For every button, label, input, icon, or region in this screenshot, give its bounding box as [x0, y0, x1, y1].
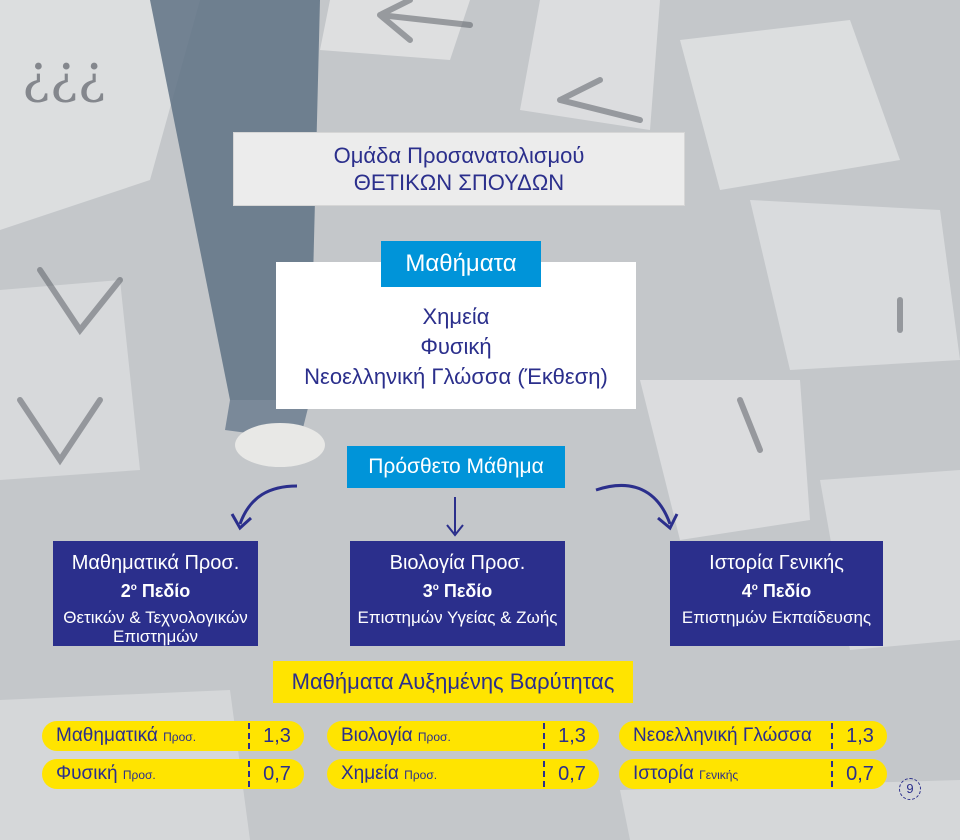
weight-value: 0,7: [543, 761, 599, 787]
courses-list: Χημεία Φυσική Νεοελληνική Γλώσσα (Έκθεση…: [276, 302, 636, 392]
course-item: Φυσική: [420, 334, 492, 359]
field-number: 3ο Πεδίο: [422, 581, 493, 601]
field-description: Θετικών & Τεχνολογικών Επιστημών: [63, 608, 248, 646]
field-number: 2ο Πεδίο: [120, 581, 191, 601]
weight-course-name: Φυσική Προσ.: [56, 763, 156, 784]
weight-value: 0,7: [248, 761, 304, 787]
background-question-marks: ¿¿¿: [22, 45, 106, 105]
field-box-2: Μαθηματικά Προσ. 2ο Πεδίο Θετικών & Τεχν…: [53, 541, 258, 646]
weight-pill: Μαθηματικά Προσ. 1,3: [42, 721, 304, 751]
weight-pill: Βιολογία Προσ. 1,3: [327, 721, 599, 751]
field-box-3: Βιολογία Προσ. 3ο Πεδίο Επιστημών Υγείας…: [350, 541, 565, 646]
weight-value: 1,3: [248, 723, 304, 749]
additional-course-label: Πρόσθετο Μάθημα: [347, 446, 565, 488]
courses-box: Μαθήματα Χημεία Φυσική Νεοελληνική Γλώσσ…: [276, 241, 636, 409]
field-description: Επιστημών Υγείας & Ζωής: [357, 608, 558, 627]
field-course: Μαθηματικά Προσ.: [71, 552, 240, 574]
field-description: Επιστημών Εκπαίδευσης: [681, 608, 872, 627]
page-number: 9: [899, 778, 921, 800]
weight-pill: Χημεία Προσ. 0,7: [327, 759, 599, 789]
arrow-down-icon: [446, 497, 464, 537]
weight-pill: Ιστορία Γενικής 0,7: [619, 759, 887, 789]
title-line-1: Ομάδα Προσανατολισμού: [333, 143, 585, 168]
weight-course-name: Χημεία Προσ.: [341, 763, 438, 784]
field-course: Βιολογία Προσ.: [389, 552, 526, 574]
field-course: Ιστορία Γενικής: [709, 552, 844, 574]
weight-course-name: Ιστορία Γενικής: [633, 763, 739, 784]
field-number: 4ο Πεδίο: [741, 581, 812, 601]
weight-value: 1,3: [831, 723, 887, 749]
weight-pill: Νεοελληνική Γλώσσα 1,3: [619, 721, 887, 751]
weight-value: 1,3: [543, 723, 599, 749]
courses-heading: Μαθήματα: [381, 241, 541, 287]
group-title: Ομάδα Προσανατολισμού ΘΕΤΙΚΩΝ ΣΠΟΥΔΩΝ: [233, 132, 685, 206]
weight-course-name: Νεοελληνική Γλώσσα: [633, 725, 812, 746]
weight-course-name: Μαθηματικά Προσ.: [56, 725, 197, 746]
field-box-4: Ιστορία Γενικής 4ο Πεδίο Επιστημών Εκπαί…: [670, 541, 883, 646]
course-item: Νεοελληνική Γλώσσα (Έκθεση): [304, 364, 608, 389]
weight-course-name: Βιολογία Προσ.: [341, 725, 451, 746]
weight-pill: Φυσική Προσ. 0,7: [42, 759, 304, 789]
arrow-right-curved-icon: [595, 483, 679, 531]
title-line-2: ΘΕΤΙΚΩΝ ΣΠΟΥΔΩΝ: [353, 170, 565, 195]
weight-value: 0,7: [831, 761, 887, 787]
arrow-left-curved-icon: [230, 484, 298, 531]
weighted-courses-heading: Μαθήματα Αυξημένης Βαρύτητας: [273, 661, 633, 703]
course-item: Χημεία: [422, 304, 490, 329]
